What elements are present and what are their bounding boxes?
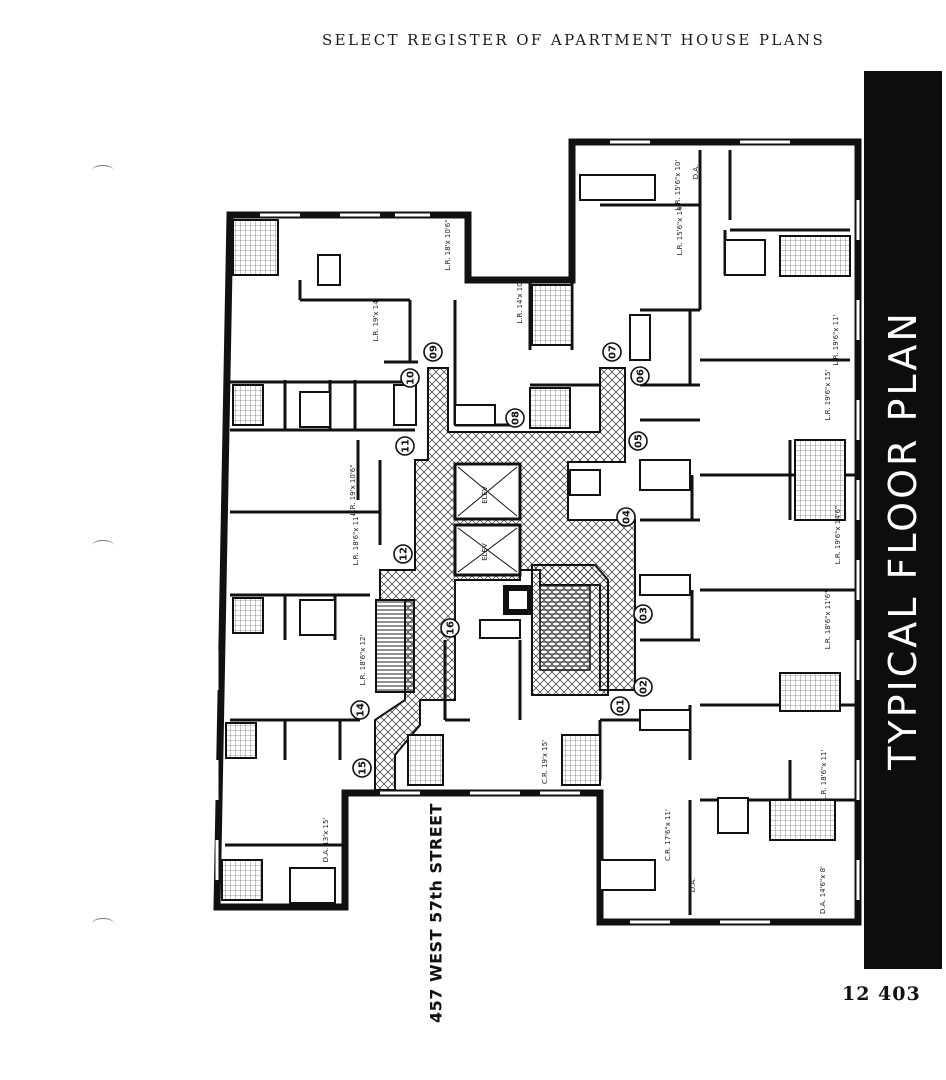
- room-label: L.R. 15'6"x 10': [674, 159, 682, 210]
- binder-hole-mark: [92, 918, 114, 929]
- unit-number: 16: [446, 621, 457, 635]
- unit-marker-circle: [602, 342, 622, 362]
- elevator-bank: [453, 462, 522, 577]
- page-number: 12 403: [842, 983, 921, 1005]
- unit-marker-circle: [395, 436, 415, 456]
- room-label: L.R. 15'6"x 14': [676, 204, 684, 255]
- unit-number: 12: [399, 547, 410, 561]
- unit-number: 05: [634, 434, 645, 448]
- unit-number: 10: [406, 371, 417, 385]
- room-label: L.R. 18'6"x 12': [359, 634, 367, 685]
- interior-walls: [225, 150, 855, 915]
- unit-number: 04: [622, 510, 633, 524]
- room-label: L.R. 14'x 10': [516, 280, 524, 323]
- unit-markers: 01 02 03 04 05 06 07 08 09 10 11 12 14 15 16: [350, 342, 653, 778]
- bathrooms: [221, 219, 851, 901]
- unit-marker-circle: [423, 342, 443, 362]
- room-label: L.R. 19'x 14': [372, 298, 380, 341]
- room-label: D.A. 13'x 15': [322, 818, 330, 863]
- room-label: D.A.: [692, 165, 700, 180]
- unit-marker-circle: [633, 604, 653, 624]
- unit-marker-circle: [440, 618, 460, 638]
- unit-number: 11: [401, 439, 412, 453]
- unit-number: 07: [608, 345, 619, 359]
- windows: [215, 140, 860, 924]
- title-banner: [864, 71, 942, 969]
- unit-number: 15: [358, 761, 369, 775]
- unit-marker-circle: [616, 507, 636, 527]
- room-label: C.R. 17'6"x 11': [664, 809, 672, 861]
- room-label: L.R. 18'6"x 11'6": [824, 591, 832, 650]
- unit-number: 03: [639, 607, 650, 621]
- stairwells: [375, 564, 609, 696]
- room-labels: L.R. 18'x 10'6" L.R. 14'x 10' L.R. 15'6"x …: [322, 159, 842, 914]
- room-label: L.R. 19'6"x 11': [832, 314, 840, 365]
- room-label: D.A. 14'6"x 8': [819, 866, 827, 914]
- room-label: C.R. 19'x 15': [541, 740, 549, 784]
- unit-number: 01: [616, 699, 627, 713]
- building-outline: [213, 138, 862, 926]
- unit-number: 14: [356, 703, 367, 717]
- elevator-label: ELEV: [481, 486, 489, 504]
- room-label: L.R. 19'x 10'6": [349, 465, 357, 516]
- page-header: SELECT REGISTER OF APARTMENT HOUSE PLANS: [322, 31, 826, 49]
- unit-marker-circle: [400, 368, 420, 388]
- unit-marker-circle: [630, 366, 650, 386]
- room-label: L.R. 18'6"x 11': [820, 749, 828, 800]
- unit-marker-circle: [633, 677, 653, 697]
- binder-hole-mark: [92, 540, 114, 551]
- unit-number: 06: [636, 369, 647, 383]
- closets-kitchens: [289, 174, 766, 904]
- unit-marker-circle: [628, 431, 648, 451]
- unit-marker-circle: [350, 700, 370, 720]
- unit-number: 09: [429, 345, 440, 359]
- room-label: D.A.: [689, 878, 697, 893]
- unit-marker-circle: [505, 408, 525, 428]
- elevator-label: ELEV: [481, 543, 489, 561]
- room-label: L.R. 18'x 10'6": [444, 220, 452, 271]
- binder-hole-mark: [92, 165, 114, 176]
- unit-marker-circle: [352, 758, 372, 778]
- unit-number: 02: [639, 680, 650, 694]
- unit-marker-circle: [393, 544, 413, 564]
- room-label: L.R. 19'6"x 15': [824, 369, 832, 420]
- unit-number: 08: [511, 411, 522, 425]
- unit-marker-circle: [610, 696, 630, 716]
- room-label: L.R. 18'6"x 11': [352, 514, 360, 565]
- room-label: L.R. 19'6"x 14'6": [834, 506, 842, 565]
